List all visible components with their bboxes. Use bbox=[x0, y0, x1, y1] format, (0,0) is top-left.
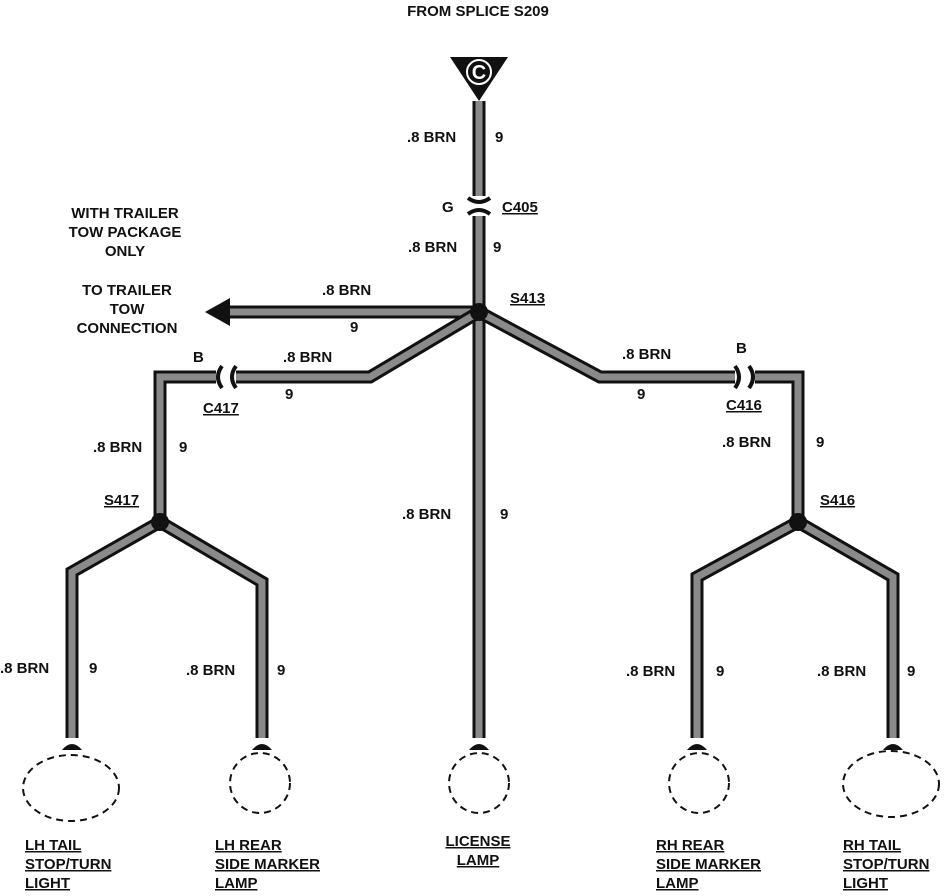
c417-pin-label: B bbox=[193, 349, 204, 366]
trailer-connection-label: TO TRAILER TOW CONNECTION bbox=[77, 282, 178, 337]
svg-text:RH REAR: RH REAR bbox=[656, 837, 725, 854]
splice-s416-dot bbox=[789, 513, 807, 531]
wire-color-label: .8 BRN bbox=[407, 129, 456, 146]
diagram-title: FROM SPLICE S209 bbox=[407, 3, 549, 20]
connector-c405-symbol bbox=[466, 196, 492, 216]
svg-text:LH REAR: LH REAR bbox=[215, 837, 282, 854]
s416-label: S416 bbox=[820, 492, 855, 509]
rh-tail-label: RH TAIL STOP/TURN LIGHT bbox=[843, 837, 929, 892]
circuit-label: 9 bbox=[350, 319, 358, 336]
splice-s413-dot bbox=[470, 303, 488, 321]
splice-s417-dot bbox=[151, 513, 169, 531]
trailer-package-note: WITH TRAILER TOW PACKAGE ONLY bbox=[69, 205, 182, 260]
circuit-label: 9 bbox=[495, 129, 503, 146]
wire-color-label: .8 BRN bbox=[0, 660, 49, 677]
s413-label: S413 bbox=[510, 290, 545, 307]
wire-color-label: .8 BRN bbox=[402, 506, 451, 523]
svg-text:LAMP: LAMP bbox=[457, 852, 500, 869]
c416-pin-label: B bbox=[736, 340, 747, 357]
c416-label: C416 bbox=[726, 397, 762, 414]
s417-label: S417 bbox=[104, 492, 139, 509]
svg-text:LICENSE: LICENSE bbox=[445, 833, 510, 850]
wire-color-label: .8 BRN bbox=[622, 346, 671, 363]
circuit-label: 9 bbox=[179, 439, 187, 456]
circuit-label: 9 bbox=[500, 506, 508, 523]
lh-tail-lamp-icon bbox=[22, 754, 120, 822]
wire-color-label: .8 BRN bbox=[817, 663, 866, 680]
circuit-label: 9 bbox=[277, 662, 285, 679]
circuit-label: 9 bbox=[637, 386, 645, 403]
circuit-label: 9 bbox=[285, 386, 293, 403]
circuit-label: 9 bbox=[716, 663, 724, 680]
license-label: LICENSE LAMP bbox=[445, 833, 510, 869]
lamp-sockets bbox=[62, 744, 903, 750]
svg-text:TO TRAILER: TO TRAILER bbox=[82, 282, 172, 299]
svg-text:WITH TRAILER: WITH TRAILER bbox=[71, 205, 179, 222]
connector-c-symbol: C bbox=[450, 57, 508, 101]
svg-text:RH TAIL: RH TAIL bbox=[843, 837, 901, 854]
wire-color-label: .8 BRN bbox=[322, 282, 371, 299]
c417-label: C417 bbox=[203, 400, 239, 417]
svg-text:SIDE MARKER: SIDE MARKER bbox=[215, 856, 320, 873]
svg-text:TOW PACKAGE: TOW PACKAGE bbox=[69, 224, 182, 241]
rh-tail-lamp-icon bbox=[842, 750, 940, 818]
svg-text:LH TAIL: LH TAIL bbox=[25, 837, 81, 854]
wire-color-label: .8 BRN bbox=[722, 434, 771, 451]
connector-c-letter: C bbox=[472, 62, 486, 84]
wire-color-label: .8 BRN bbox=[626, 663, 675, 680]
svg-text:STOP/TURN: STOP/TURN bbox=[843, 856, 929, 873]
wire-color-label: .8 BRN bbox=[93, 439, 142, 456]
lh-tail-label: LH TAIL STOP/TURN LIGHT bbox=[25, 837, 111, 892]
circuit-label: 9 bbox=[493, 239, 501, 256]
svg-text:LAMP: LAMP bbox=[215, 875, 258, 892]
svg-text:SIDE MARKER: SIDE MARKER bbox=[656, 856, 761, 873]
connector-c417-symbol bbox=[216, 364, 238, 390]
c405-label: C405 bbox=[502, 199, 538, 216]
svg-text:ONLY: ONLY bbox=[105, 243, 145, 260]
c405-pin-label: G bbox=[442, 199, 454, 216]
lh-marker-lamp-icon bbox=[229, 752, 291, 814]
wire-color-label: .8 BRN bbox=[408, 239, 457, 256]
svg-text:CONNECTION: CONNECTION bbox=[77, 320, 178, 337]
lh-marker-label: LH REAR SIDE MARKER LAMP bbox=[215, 837, 320, 892]
wire-color-label: .8 BRN bbox=[283, 349, 332, 366]
svg-text:LIGHT: LIGHT bbox=[25, 875, 70, 892]
wire-labels: .8 BRN 9 .8 BRN 9 .8 BRN 9 .8 BRN 9 .8 B… bbox=[0, 129, 915, 680]
circuit-label: 9 bbox=[907, 663, 915, 680]
circuit-label: 9 bbox=[89, 660, 97, 677]
svg-text:STOP/TURN: STOP/TURN bbox=[25, 856, 111, 873]
circuit-label: 9 bbox=[816, 434, 824, 451]
connector-c416-symbol bbox=[733, 364, 755, 390]
wire-paths bbox=[65, 101, 900, 738]
trailer-arrow-icon bbox=[205, 298, 230, 326]
rh-marker-label: RH REAR SIDE MARKER LAMP bbox=[656, 837, 761, 892]
license-lamp-icon bbox=[448, 752, 510, 814]
svg-text:LAMP: LAMP bbox=[656, 875, 699, 892]
wire-color-label: .8 BRN bbox=[186, 662, 235, 679]
svg-text:TOW: TOW bbox=[110, 301, 146, 318]
rh-marker-lamp-icon bbox=[668, 752, 730, 814]
svg-text:LIGHT: LIGHT bbox=[843, 875, 888, 892]
